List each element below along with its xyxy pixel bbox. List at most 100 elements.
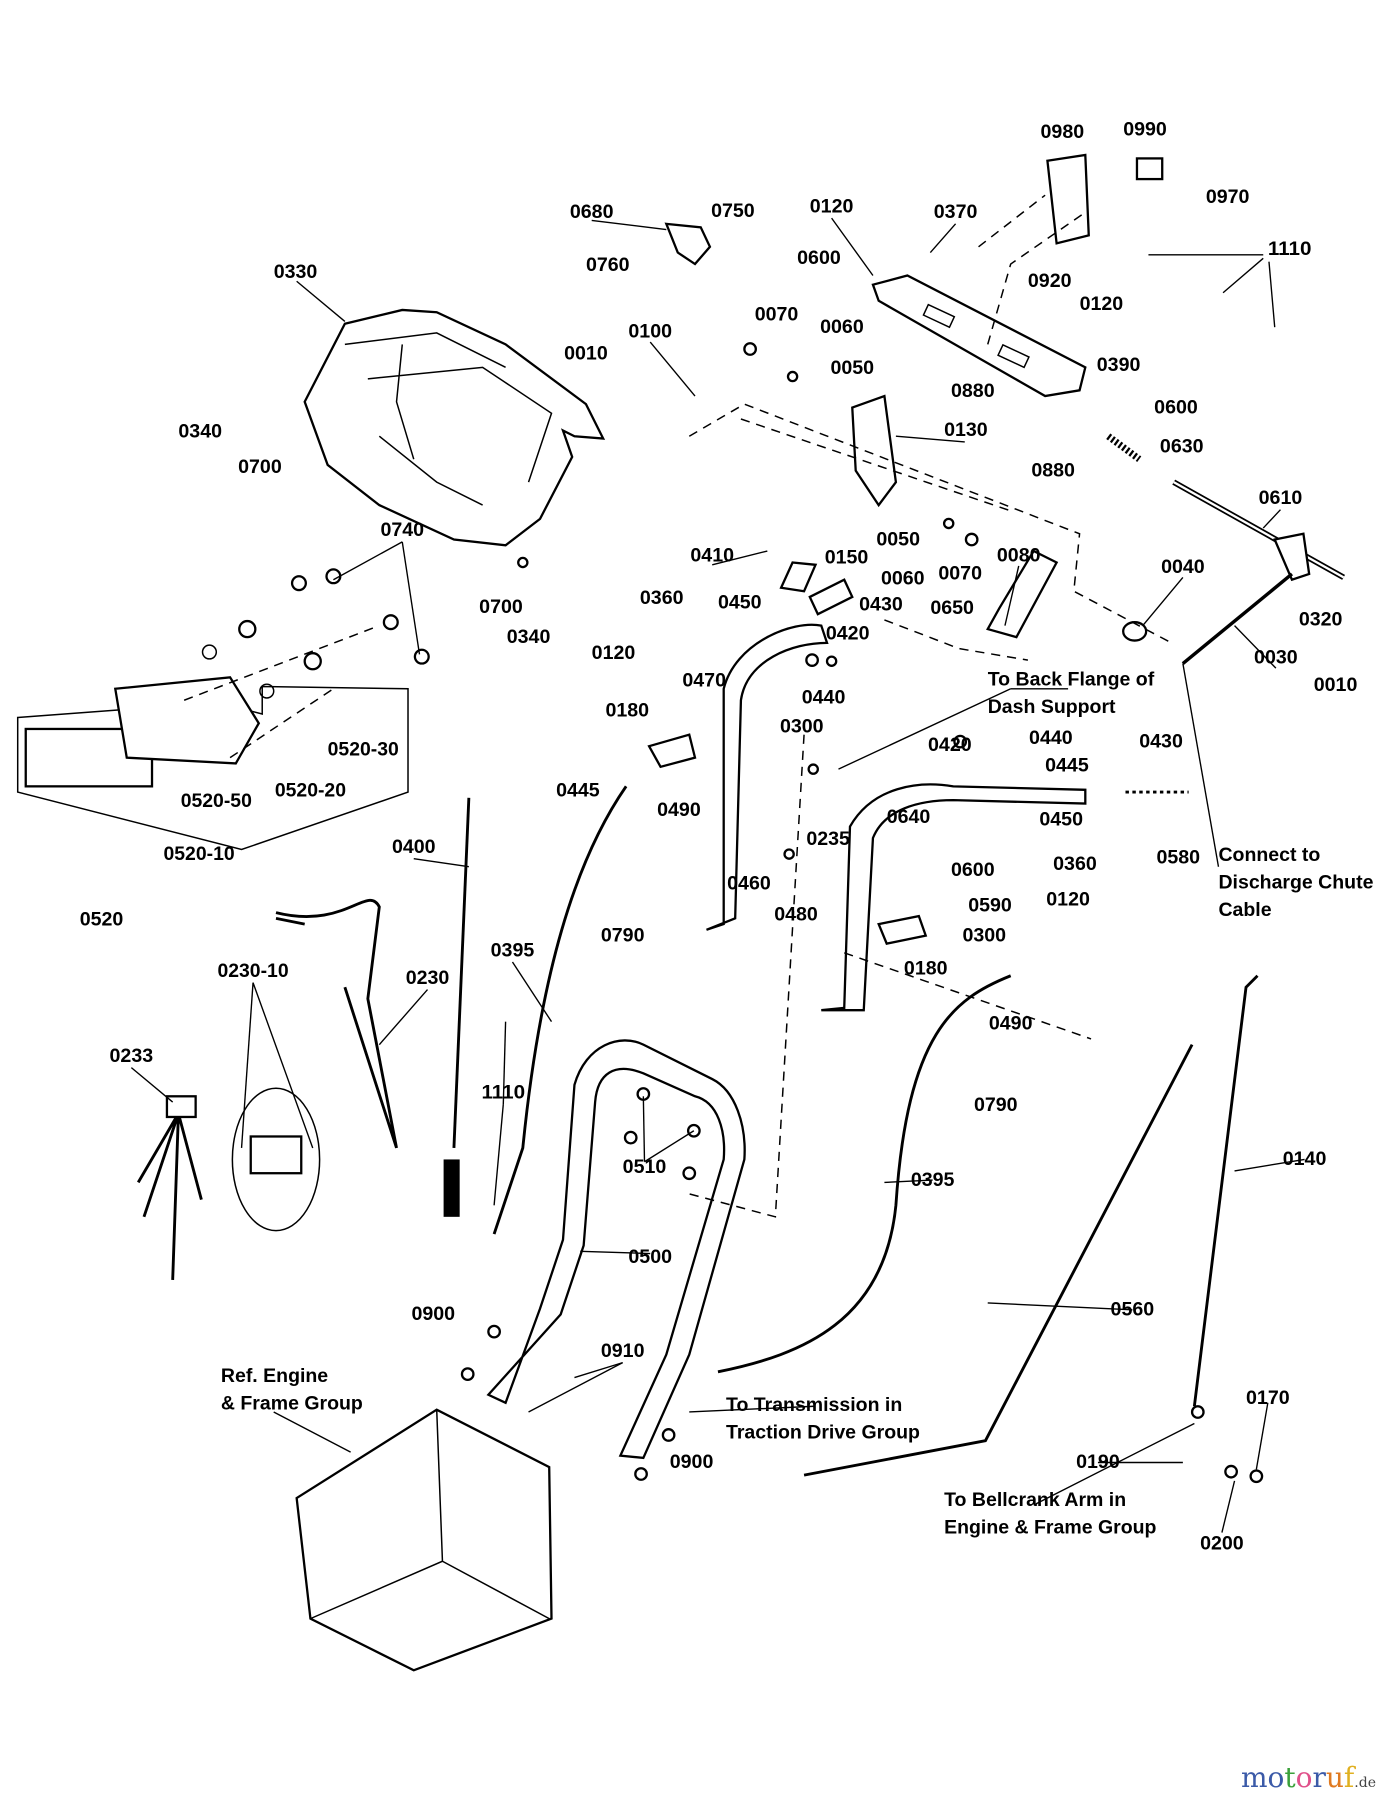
washer-part (1122, 621, 1148, 642)
part-label-0180: 0180 (904, 958, 948, 980)
part-label-0790: 0790 (974, 1094, 1018, 1116)
part-label-0520-50: 0520-50 (181, 790, 252, 812)
crank-shaft (1181, 572, 1294, 665)
leader-line (929, 223, 957, 254)
part-label-0170: 0170 (1246, 1387, 1290, 1409)
part-label-0430: 0430 (859, 594, 903, 616)
part-label-0590: 0590 (968, 894, 1012, 916)
leader-line (987, 1302, 1133, 1311)
harness-0230 (275, 898, 398, 1149)
part-label-0520-20: 0520-20 (275, 780, 346, 802)
watermark-letter: m (1240, 1761, 1268, 1794)
part-label-0340: 0340 (178, 420, 222, 442)
part-label-1110: 1110 (1268, 238, 1312, 260)
engine-frame-part (295, 1408, 553, 1672)
part-label-0395: 0395 (491, 939, 535, 961)
leader-line (511, 961, 553, 1023)
part-label-0130: 0130 (944, 419, 988, 441)
part-label-0060: 0060 (881, 567, 925, 589)
watermark-letter: t (1284, 1761, 1296, 1794)
part-label-0233: 0233 (110, 1045, 154, 1067)
watermark-letter: o (1267, 1761, 1285, 1794)
part-label-0490: 0490 (657, 799, 701, 821)
part-label-0480: 0480 (774, 904, 818, 926)
part-label-0440: 0440 (802, 687, 846, 709)
cable-0395-right (717, 974, 1012, 1374)
part-label-0230: 0230 (406, 967, 450, 989)
part-label-0140: 0140 (1283, 1148, 1327, 1170)
part-label-0700: 0700 (238, 456, 282, 478)
leader-line (528, 1362, 623, 1413)
part-label-0445: 0445 (1045, 754, 1089, 776)
note-back-flange: To Back Flange of (988, 668, 1155, 690)
part-label-0750: 0750 (711, 200, 755, 222)
dash-slot (997, 343, 1030, 369)
part-label-0060: 0060 (820, 316, 864, 338)
part-label-0340: 0340 (507, 626, 551, 648)
part-label-0980: 0980 (1041, 121, 1085, 143)
part-label-0300: 0300 (962, 924, 1006, 946)
chute-bracket-part (986, 549, 1059, 639)
part-label-0030: 0030 (1254, 647, 1298, 669)
part-label-0120: 0120 (592, 642, 636, 664)
tube-part (808, 578, 854, 616)
lever-part (647, 733, 697, 769)
rod-inner (1173, 481, 1345, 579)
lower-handle-part (486, 1039, 746, 1460)
leader-line (296, 280, 346, 322)
part-label-0910: 0910 (601, 1340, 645, 1362)
leader-line (1255, 1402, 1269, 1470)
part-label-0320: 0320 (1299, 609, 1343, 631)
leader-line (838, 688, 1011, 770)
part-label-0450: 0450 (718, 591, 762, 613)
part-label-0880: 0880 (951, 380, 995, 402)
guide-line (688, 403, 1172, 644)
part-label-0600: 0600 (951, 859, 995, 881)
part-label-0360: 0360 (640, 587, 684, 609)
part-label-0610: 0610 (1259, 487, 1303, 509)
part-label-0230-10: 0230-10 (217, 960, 288, 982)
part-label-0360: 0360 (1053, 853, 1097, 875)
part-label-0440: 0440 (1029, 727, 1073, 749)
leader-line (1004, 565, 1020, 626)
note-bellcrank: Engine & Frame Group (944, 1517, 1156, 1539)
part-label-0430: 0430 (1139, 730, 1183, 752)
panel-part (1046, 153, 1090, 245)
leader-line (1221, 1480, 1236, 1533)
part-label-0330: 0330 (274, 261, 318, 283)
leader-line (493, 1104, 504, 1206)
guide-line (978, 194, 1086, 345)
part-label-0040: 0040 (1161, 556, 1205, 578)
part-label-0370: 0370 (934, 201, 978, 223)
crank-knob-part (1273, 532, 1311, 582)
part-label-0400: 0400 (392, 836, 436, 858)
shaft-part (779, 561, 818, 593)
bracket-part (851, 394, 898, 508)
leader-line (884, 1179, 933, 1184)
part-label-0050: 0050 (830, 357, 874, 379)
watermark-letter: r (1312, 1761, 1326, 1794)
part-label-0010: 0010 (1314, 674, 1358, 696)
leader-line (895, 435, 965, 443)
note-transmission: To Transmission in (726, 1394, 902, 1416)
part-label-0790: 0790 (601, 924, 645, 946)
part-label-0410: 0410 (690, 544, 734, 566)
part-label-0700: 0700 (479, 596, 523, 618)
part-label-0450: 0450 (1039, 808, 1083, 830)
part-label-0500: 0500 (628, 1246, 672, 1268)
watermark-tld: .de (1354, 1775, 1376, 1791)
leader-line (689, 1405, 815, 1413)
part-label-0070: 0070 (938, 563, 982, 585)
part-label-0300: 0300 (780, 715, 824, 737)
part-label-0520: 0520 (80, 908, 124, 930)
leader-line (1262, 509, 1281, 529)
part-label-0235: 0235 (806, 828, 850, 850)
connector-0233 (165, 1095, 197, 1119)
note-discharge: Discharge Chute (1218, 872, 1373, 894)
fuse-detail-circle (231, 1087, 321, 1232)
part-label-0760: 0760 (586, 254, 630, 276)
lever-part (877, 914, 928, 945)
watermark-letter: f (1343, 1761, 1355, 1794)
part-label-0010: 0010 (564, 342, 608, 364)
